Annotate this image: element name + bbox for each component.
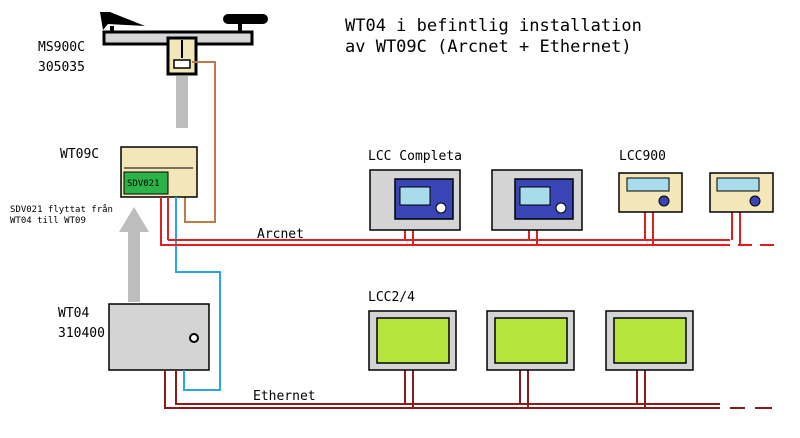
lcc-completa-unit-1 <box>369 169 461 231</box>
title-line-1: WT04 i befintlig installation <box>345 16 642 36</box>
wt04-code: 310400 <box>58 326 105 341</box>
wt04-lock-icon <box>189 333 199 343</box>
anemometer-icon <box>223 14 268 24</box>
move-note-line-1: SDV021 flyttat från <box>10 204 113 215</box>
arcnet-bus <box>160 197 774 246</box>
sensor-mast <box>176 76 188 128</box>
ms900c-name: MS900C <box>38 40 85 55</box>
lcc24-unit-2 <box>486 310 575 371</box>
lcc24-label: LCC2/4 <box>368 290 415 305</box>
ethernet-label: Ethernet <box>253 389 316 404</box>
wt09c-name: WT09C <box>60 147 99 162</box>
sdv021-label: SDV021 <box>127 179 160 189</box>
lcc900-unit-2 <box>709 172 774 213</box>
ethernet-bus <box>164 370 772 409</box>
wt09c-device: SDV021 <box>120 146 198 198</box>
lcc-completa-unit-2 <box>491 169 583 231</box>
ms900c-code: 305035 <box>38 60 85 75</box>
move-note-line-2: WT04 till WT09 <box>10 216 86 226</box>
lcc24-unit-3 <box>605 310 694 371</box>
title-line-2: av WT09C (Arcnet + Ethernet) <box>345 37 632 57</box>
lcc-completa-label: LCC Completa <box>368 149 462 164</box>
lcc24-unit-1 <box>368 310 457 371</box>
sensor-cable <box>184 61 216 223</box>
lcc900-label: LCC900 <box>619 149 666 164</box>
wt04-wt09c-cable <box>175 197 221 391</box>
sdv021-module <box>123 171 169 195</box>
lcc900-unit-1 <box>618 172 683 213</box>
wt04-name: WT04 <box>58 306 89 321</box>
wt04-device <box>108 303 210 371</box>
ms900c-sensor <box>100 12 268 76</box>
move-arrow-icon <box>119 207 149 302</box>
arcnet-label: Arcnet <box>257 227 304 242</box>
wind-vane-icon <box>100 12 145 30</box>
